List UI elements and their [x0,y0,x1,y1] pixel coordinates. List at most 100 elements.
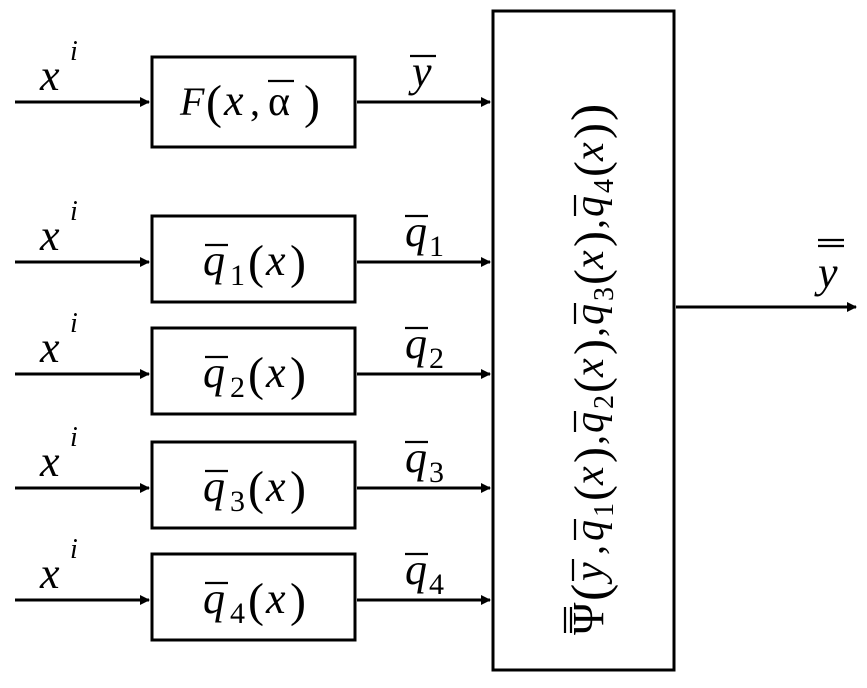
input-superscript: i [70,534,78,565]
close-paren: ) [304,76,320,129]
output-q: q [405,433,427,482]
open-paren: ( [206,76,222,129]
open-paren: ( [565,161,618,177]
quality-symbol: q [203,236,225,285]
comma: , [567,435,612,445]
open-paren: ( [248,462,264,515]
output-subscript: 2 [429,342,444,375]
final-output-y: y [814,248,838,297]
combiner-layer: Ψ(y,q1(x),q2(x),q3(x),q4(x)) [491,9,676,672]
combiner-term-3: q3(x) [565,231,620,325]
close-paren: ) [290,574,306,627]
output-subscript: 3 [429,456,444,489]
open-paren: ( [248,236,264,289]
quality-symbol: q [203,574,225,623]
term-argument-x: x [567,466,613,486]
argument-x: x [265,574,286,623]
term-argument-x: x [567,142,613,162]
term-subscript: 3 [589,287,620,301]
input-superscript: i [70,308,78,339]
model-block: F(x,α) [150,55,357,149]
close-paren: ) [290,348,306,401]
close-paren: ) [290,236,306,289]
output-q: q [405,545,427,594]
function-name: F [179,79,205,124]
combiner-block: Ψ(y,q1(x),q2(x),q3(x),q4(x)) [491,9,676,672]
term-q: q [567,412,613,433]
input-variable: x [39,437,60,486]
term-q: q [567,520,613,541]
open-paren: ( [248,574,264,627]
parameter-alpha: α [268,79,290,125]
output-q: q [405,207,427,256]
combiner-term-2: q2(x) [565,339,620,433]
combiner-term-1: q1(x) [565,447,620,541]
block-frame [150,440,357,530]
block-frame [150,214,357,304]
input-superscript: i [70,36,78,67]
input-variable: x [39,323,60,372]
final-output: y [676,238,857,312]
term-subscript: 4 [589,179,620,193]
quality-subscript: 3 [230,485,245,518]
argument-x: x [265,462,286,511]
open-paren: ( [565,269,618,285]
argument-x: x [265,348,286,397]
comma: , [567,545,612,555]
combiner-frame [491,9,676,672]
input-superscript: i [70,196,78,227]
close-paren: ) [562,104,619,121]
input-variable: x [39,51,60,100]
open-paren: ( [565,377,618,393]
quality-subscript: 1 [230,259,245,292]
close-paren: ) [565,123,618,139]
quality-subscript: 2 [230,371,245,404]
comma: , [250,79,260,124]
block-frame [150,552,357,642]
comma: , [567,327,612,337]
psi-symbol: Ψ [564,602,613,635]
open-paren: ( [248,348,264,401]
argument-x: x [223,76,244,125]
output-label: y [408,47,436,96]
term-argument-x: x [567,250,613,270]
quality-symbol: q [203,348,225,397]
block-frame [150,55,357,149]
input-variable: x [39,211,60,260]
block-frame [150,326,357,416]
combiner-expression: Ψ(y,q1(x),q2(x),q3(x),q4(x)) [562,104,620,635]
close-paren: ) [565,339,618,355]
close-paren: ) [290,462,306,515]
close-paren: ) [565,231,618,247]
term-argument-x: x [567,358,613,378]
close-paren: ) [565,447,618,463]
combiner-term-4: q 4 (x) [565,123,620,217]
quality-symbol: q [203,462,225,511]
argument-y: y [567,562,613,585]
term-subscript: 1 [589,503,620,517]
comma: , [567,219,612,229]
quality-subscript: 4 [230,597,245,630]
term-q: q [567,196,613,217]
input-superscript: i [70,422,78,453]
argument-x: x [265,236,286,285]
input-variable: x [39,549,60,598]
output-q: q [405,319,427,368]
